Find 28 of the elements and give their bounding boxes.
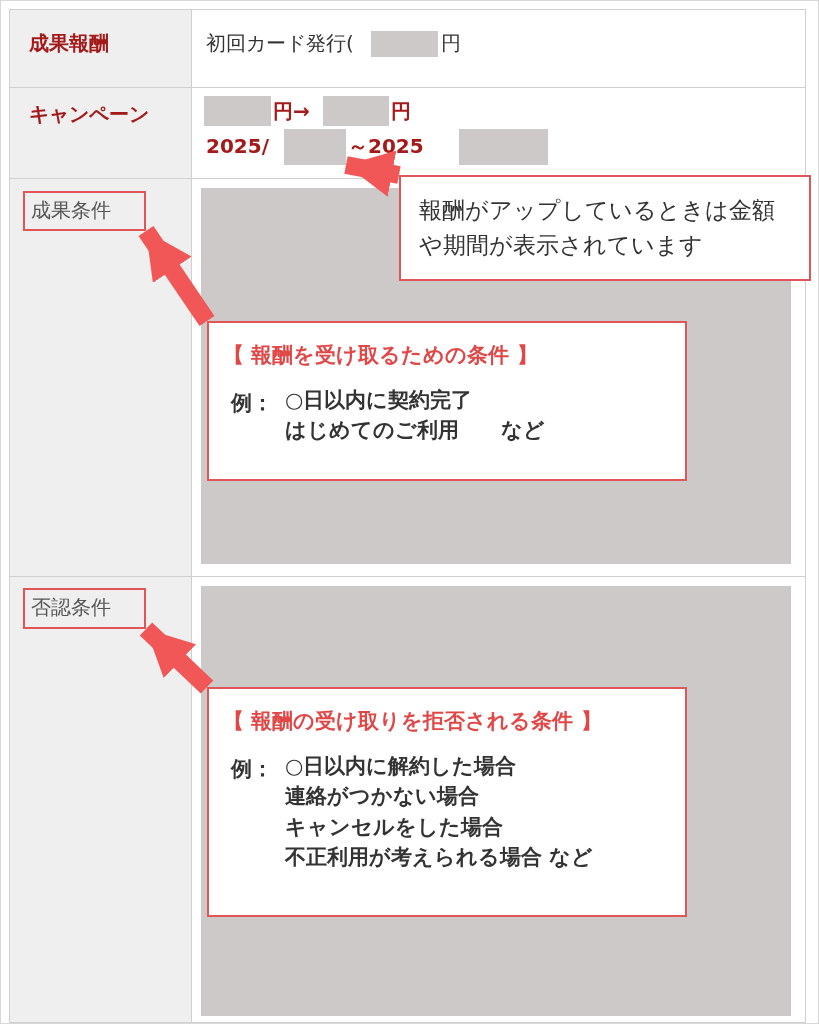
example-label: 例： <box>231 389 273 417</box>
redacted-block <box>284 129 346 165</box>
highlighted-label: 否認条件 <box>23 588 146 629</box>
row-header: キャンペーン <box>29 102 149 126</box>
cell-text: 円→ <box>273 99 310 123</box>
arrow <box>139 622 214 694</box>
cell-text: 2025/ <box>206 134 269 158</box>
callout-box <box>399 175 811 281</box>
example-item: はじめてのご利用 など <box>285 417 546 445</box>
highlighted-label: 成果条件 <box>23 191 146 231</box>
callout-box <box>207 687 687 917</box>
cell-text: 初回カード発行( <box>206 31 354 55</box>
callout-heading: 【 報酬を受け取るための条件 】 <box>223 342 539 369</box>
cell-text: 円 <box>441 31 461 55</box>
example-item: 不正利用が考えられる場合 など <box>285 844 595 872</box>
example-item: キャンセルをした場合 <box>285 813 504 841</box>
arrow <box>344 150 401 197</box>
example-item: ○日以内に解約した場合 <box>285 753 518 780</box>
callout-heading: 【 報酬の受け取りを拒否される条件 】 <box>223 708 603 735</box>
arrow <box>138 225 215 327</box>
callout-text: 報酬がアップしているときは金額や期間が表示されています <box>419 196 776 260</box>
row-header: 成果報酬 <box>29 31 109 55</box>
example-item: 連絡がつかない場合 <box>285 783 480 811</box>
callout-box <box>207 321 687 481</box>
example-item: ○日以内に契約完了 <box>285 387 474 414</box>
cell-text: ～2025 <box>348 134 424 158</box>
example-label: 例： <box>231 755 273 783</box>
cell-text: 円 <box>391 99 411 123</box>
